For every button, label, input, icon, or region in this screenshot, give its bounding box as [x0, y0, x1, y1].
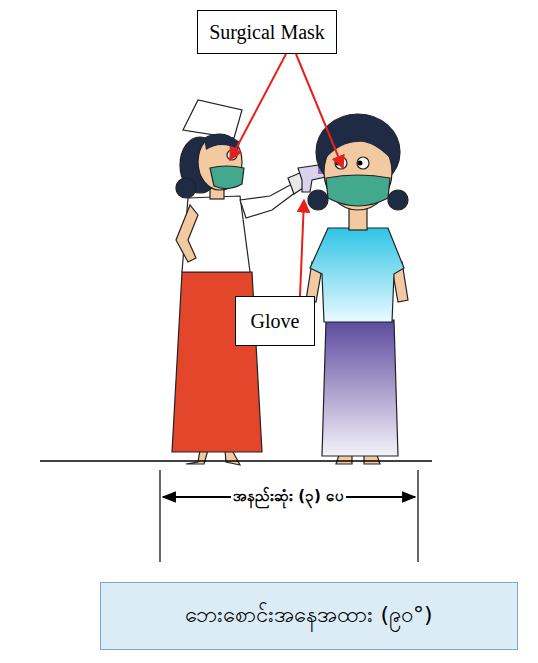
dimension-label: အနည်းဆုံး (၃) ပေ [231, 486, 346, 508]
box-text: ဘေးစောင်းအနေအထား (၉၀°) [185, 600, 432, 633]
dimension-tick [159, 470, 160, 562]
box-text: Surgical Mask [209, 21, 325, 44]
box-text: Glove [251, 310, 300, 333]
leader-line [230, 54, 286, 160]
dimension-tick [417, 470, 418, 562]
leader-line [300, 200, 304, 296]
patient-figure [306, 114, 408, 464]
ground-line [40, 460, 432, 462]
label-box: Surgical Mask [197, 10, 337, 54]
caption-box: ဘေးစောင်းအနေအထား (၉၀°) [100, 582, 518, 650]
label-box: Glove [235, 296, 315, 346]
leader-line [296, 54, 343, 168]
nurse-figure [172, 100, 330, 465]
leader-arrows [230, 54, 343, 296]
